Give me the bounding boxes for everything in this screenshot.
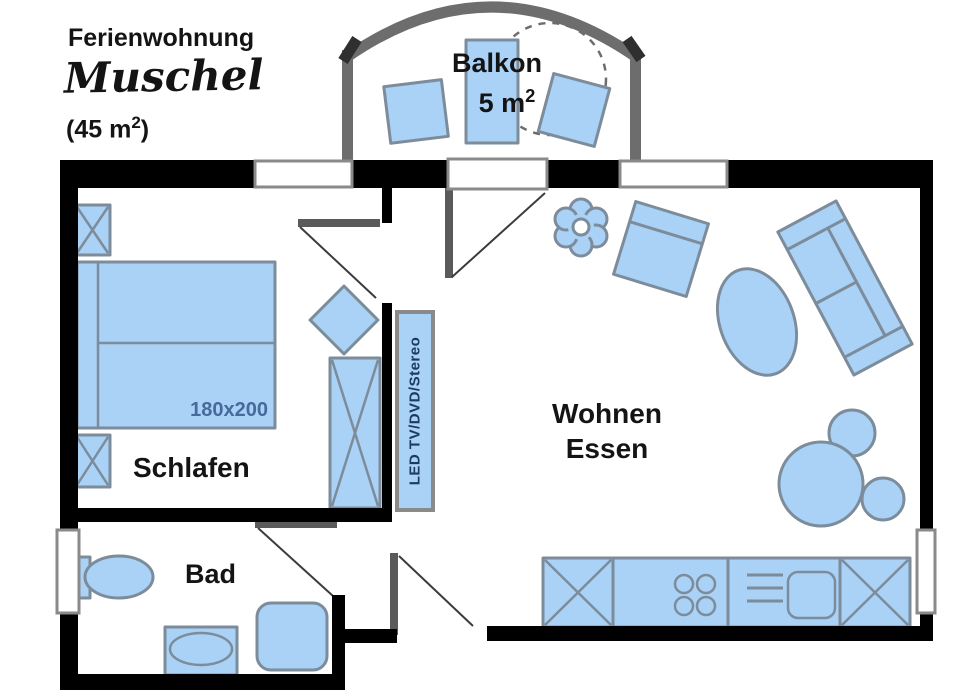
bedroom-chair — [308, 284, 380, 356]
title-line2: Muschel — [63, 50, 264, 103]
wall-living-bottom — [487, 626, 933, 641]
armchair-body — [612, 200, 710, 298]
wall-partition-main — [382, 303, 392, 513]
kitchen-cabinet-left-x-line — [544, 559, 612, 626]
balcony-door-glass — [446, 157, 549, 191]
balcony-railing-cap-left — [338, 36, 362, 64]
balcony-area-sup: 2 — [525, 85, 536, 106]
entry-door-leaf — [390, 553, 398, 635]
sofa-backrest-line — [826, 227, 887, 337]
title-area-suffix: ) — [140, 115, 150, 144]
plant — [553, 197, 609, 258]
wall-top-middle — [352, 160, 448, 188]
living-window — [618, 159, 729, 189]
bathroom-window — [55, 528, 81, 615]
bathroom-door-swing — [257, 527, 334, 597]
armchair — [612, 200, 710, 298]
sofa-armrest-line — [786, 217, 847, 251]
title-area: (45 m2) — [66, 114, 149, 142]
nightstand-bottom-x-line — [75, 436, 110, 486]
plant-center — [571, 217, 591, 237]
nightstand-top-x-line — [75, 206, 110, 254]
stove-burner — [673, 595, 695, 617]
title-area-sup: 2 — [131, 113, 141, 132]
wardrobe-x-line — [330, 359, 380, 507]
sofa-armrest-line — [843, 325, 904, 359]
balcony-railing-cap-right — [622, 35, 646, 63]
tv-sideboard — [395, 310, 435, 512]
title-line1: Ferienwohnung — [68, 24, 255, 52]
shower — [255, 601, 329, 672]
balcony-chair-right — [536, 72, 612, 148]
bathroom-door-leaf — [255, 520, 337, 528]
bedroom-label: Schlafen — [133, 452, 250, 483]
bedroom-window — [253, 159, 354, 189]
wall-right-upper — [920, 160, 933, 530]
stove-burner — [695, 573, 717, 595]
entry-door-swing — [398, 555, 474, 627]
bed-size-label: 180x200 — [190, 399, 268, 421]
armchair-backrest-line — [629, 220, 703, 246]
toilet — [83, 554, 155, 600]
living-label-line2: Essen — [565, 433, 649, 464]
bedroom-door-swing — [299, 226, 377, 299]
bathroom-label: Bad — [185, 559, 237, 589]
wall-entry-left — [343, 629, 397, 643]
balcony-area-value: 5 m — [478, 88, 526, 118]
balcony-table — [464, 38, 520, 145]
stove-burner — [673, 573, 695, 595]
dining-table — [777, 440, 865, 528]
wall-bedroom-bath — [60, 508, 392, 522]
kitchen-sink — [786, 570, 837, 620]
tv-sideboard-label: LED TV/DVD/Stereo — [406, 336, 424, 486]
wall-left-upper — [60, 160, 78, 530]
wall-left-lower — [60, 613, 78, 676]
title-area-prefix: (45 m — [66, 115, 132, 144]
living-label-line1: Wohnen — [552, 398, 662, 429]
balcony-door-leaf — [445, 160, 453, 278]
sofa-seat-divider — [815, 280, 858, 305]
wall-bath-bottom — [60, 674, 345, 690]
wall-top-bedroom — [60, 160, 255, 188]
balcony-side-wall-right — [630, 50, 641, 162]
balcony-railing-arc — [343, 1, 640, 62]
sofa — [776, 199, 914, 377]
balcony-label: Balkon — [451, 48, 543, 78]
coffee-table — [715, 267, 799, 377]
balcony-side-wall-left — [342, 50, 353, 162]
wall-top-living-right — [727, 160, 933, 188]
balcony-area-label: 5 m2 — [407, 85, 607, 118]
wall-partition-stub — [382, 188, 392, 223]
balcony-door-swing — [451, 192, 546, 278]
kitchen-cabinet-right-x-line — [841, 559, 909, 626]
dining-chair-2 — [860, 476, 906, 522]
stove-burner — [695, 595, 717, 617]
balcony-chair-left — [382, 78, 450, 145]
bedroom-door-leaf — [298, 219, 380, 227]
washbasin — [168, 631, 234, 667]
wall-top-living-left — [547, 160, 620, 188]
living-right-window — [915, 528, 937, 615]
wall-bath-right — [332, 595, 345, 690]
